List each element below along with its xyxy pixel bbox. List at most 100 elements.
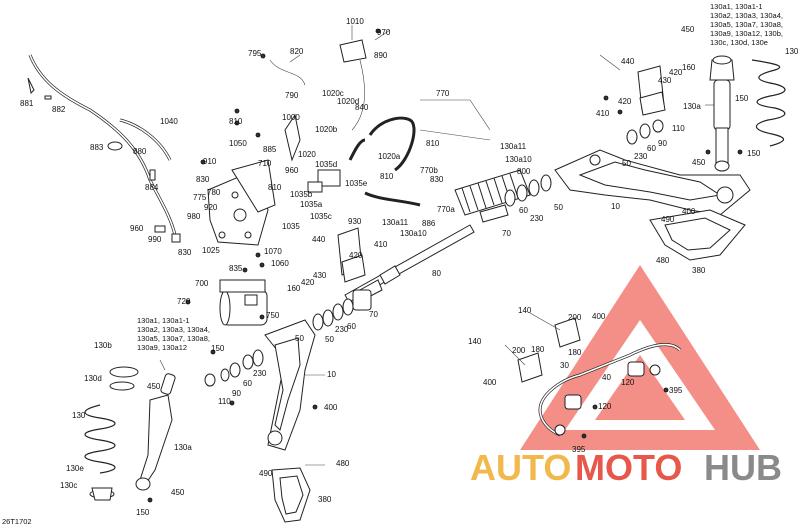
callout-810-c: 810 (426, 139, 440, 148)
callout-790: 790 (285, 91, 299, 100)
callout-1020: 1020 (298, 150, 316, 159)
callout-180-a: 180 (531, 345, 545, 354)
callout-420-a: 420 (349, 251, 363, 260)
callout-50-b: 50 (554, 203, 563, 212)
callout-10-a: 10 (327, 370, 336, 379)
callout-430-b: 430 (658, 76, 672, 85)
callout-130d: 130d (84, 374, 102, 383)
callout-380-b: 380 (692, 266, 706, 275)
compressor-unit (219, 279, 268, 326)
callout-60-b: 60 (519, 206, 528, 215)
callout-1035e: 1035e (345, 179, 368, 188)
callout-130-left-2: 130a2, 130a3, 130a4, (137, 325, 210, 334)
callout-130-top-5: 130c, 130d, 130e (710, 38, 768, 47)
callout-230-b: 230 (530, 214, 544, 223)
pivot-bushings-left (204, 349, 264, 387)
callout-820: 820 (290, 47, 304, 56)
callout-180-b: 180 (568, 348, 582, 357)
callout-400-a: 400 (324, 403, 338, 412)
callout-1000: 1000 (282, 113, 300, 122)
callout-440-a: 440 (312, 235, 326, 244)
callout-70-b: 70 (502, 229, 511, 238)
callout-1035: 1035 (282, 222, 300, 231)
callout-1020d: 1020d (337, 97, 359, 106)
callout-480-a: 480 (336, 459, 350, 468)
callout-130-left-4: 130a9, 130a12 (137, 343, 187, 352)
callout-230-c: 230 (253, 369, 267, 378)
callout-830-c: 830 (430, 175, 444, 184)
callout-130a-right: 130a (683, 102, 701, 111)
callout-750: 750 (266, 311, 280, 320)
callout-710: 710 (258, 159, 272, 168)
callout-120-b: 120 (598, 402, 612, 411)
callout-700: 700 (195, 279, 209, 288)
callout-130-left-1: 130a1, 130a1-1 (137, 316, 190, 325)
callout-810-b: 810 (268, 183, 282, 192)
callout-770b: 770b (420, 166, 438, 175)
link-brackets-center (337, 227, 366, 283)
watermark-auto: AUTO (470, 447, 571, 488)
callout-835: 835 (229, 264, 243, 273)
callout-1035b: 1035b (290, 190, 313, 199)
callout-130-left: 130 (72, 411, 86, 420)
diagram-id: 26T1702 (2, 517, 32, 526)
callout-881: 881 (20, 99, 34, 108)
callout-880: 880 (133, 147, 147, 156)
callout-810-d: 810 (380, 172, 394, 181)
callout-1040: 1040 (160, 117, 178, 126)
bushing-stack-upper (504, 174, 552, 207)
callout-1035a: 1035a (300, 200, 323, 209)
callout-885: 885 (263, 145, 277, 154)
callout-90-b: 90 (658, 139, 667, 148)
sway-bar-assembly (504, 312, 682, 437)
callout-200-b: 200 (512, 346, 526, 355)
callout-430-a: 430 (313, 271, 327, 280)
bushing-stack-lower (312, 289, 372, 331)
callout-70-a: 70 (369, 310, 378, 319)
callout-420-c: 420 (669, 68, 683, 77)
callout-960: 960 (130, 224, 144, 233)
callout-50-a: 50 (325, 335, 334, 344)
callout-60-c: 60 (243, 379, 252, 388)
callout-490-b: 490 (661, 215, 675, 224)
callout-130-right: 130 (785, 47, 799, 56)
swing-arm-lower (264, 319, 316, 523)
callout-200-a: 200 (568, 313, 582, 322)
callout-130c: 130c (60, 481, 77, 490)
callout-886: 886 (422, 219, 436, 228)
callout-130a10-a: 130a10 (505, 155, 532, 164)
callout-130-top-2: 130a2, 130a3, 130a4, (710, 11, 783, 20)
callout-60-d: 60 (647, 144, 656, 153)
callout-450-d: 450 (692, 158, 706, 167)
callout-770: 770 (436, 89, 450, 98)
callout-910: 910 (203, 157, 217, 166)
callout-930: 930 (348, 217, 362, 226)
callout-1020c: 1020c (322, 89, 344, 98)
callout-775: 775 (193, 193, 207, 202)
callout-810-a: 810 (229, 117, 243, 126)
callout-10-b: 10 (611, 202, 620, 211)
callout-1025: 1025 (202, 246, 220, 255)
callout-150-c: 150 (735, 94, 749, 103)
fasteners (147, 28, 743, 503)
callout-795: 795 (248, 49, 262, 58)
callout-50-c: 50 (295, 334, 304, 343)
callout-1010: 1010 (346, 17, 364, 26)
callout-395-a: 395 (669, 386, 683, 395)
callout-60-a: 60 (347, 322, 356, 331)
callout-420-d: 420 (618, 97, 632, 106)
callout-140-b: 140 (468, 337, 482, 346)
callout-380-a: 380 (318, 495, 332, 504)
callout-450-a: 450 (147, 382, 161, 391)
callout-440-b: 440 (621, 57, 635, 66)
callout-150-b: 150 (136, 508, 150, 517)
leader-lines (159, 25, 714, 466)
callout-1020a: 1020a (378, 152, 401, 161)
callout-882: 882 (52, 105, 66, 114)
callout-1060: 1060 (271, 259, 289, 268)
callout-420-b: 420 (301, 278, 315, 287)
callout-130a-left: 130a (174, 443, 192, 452)
callout-130-top-1: 130a1, 130a1-1 (710, 2, 763, 11)
